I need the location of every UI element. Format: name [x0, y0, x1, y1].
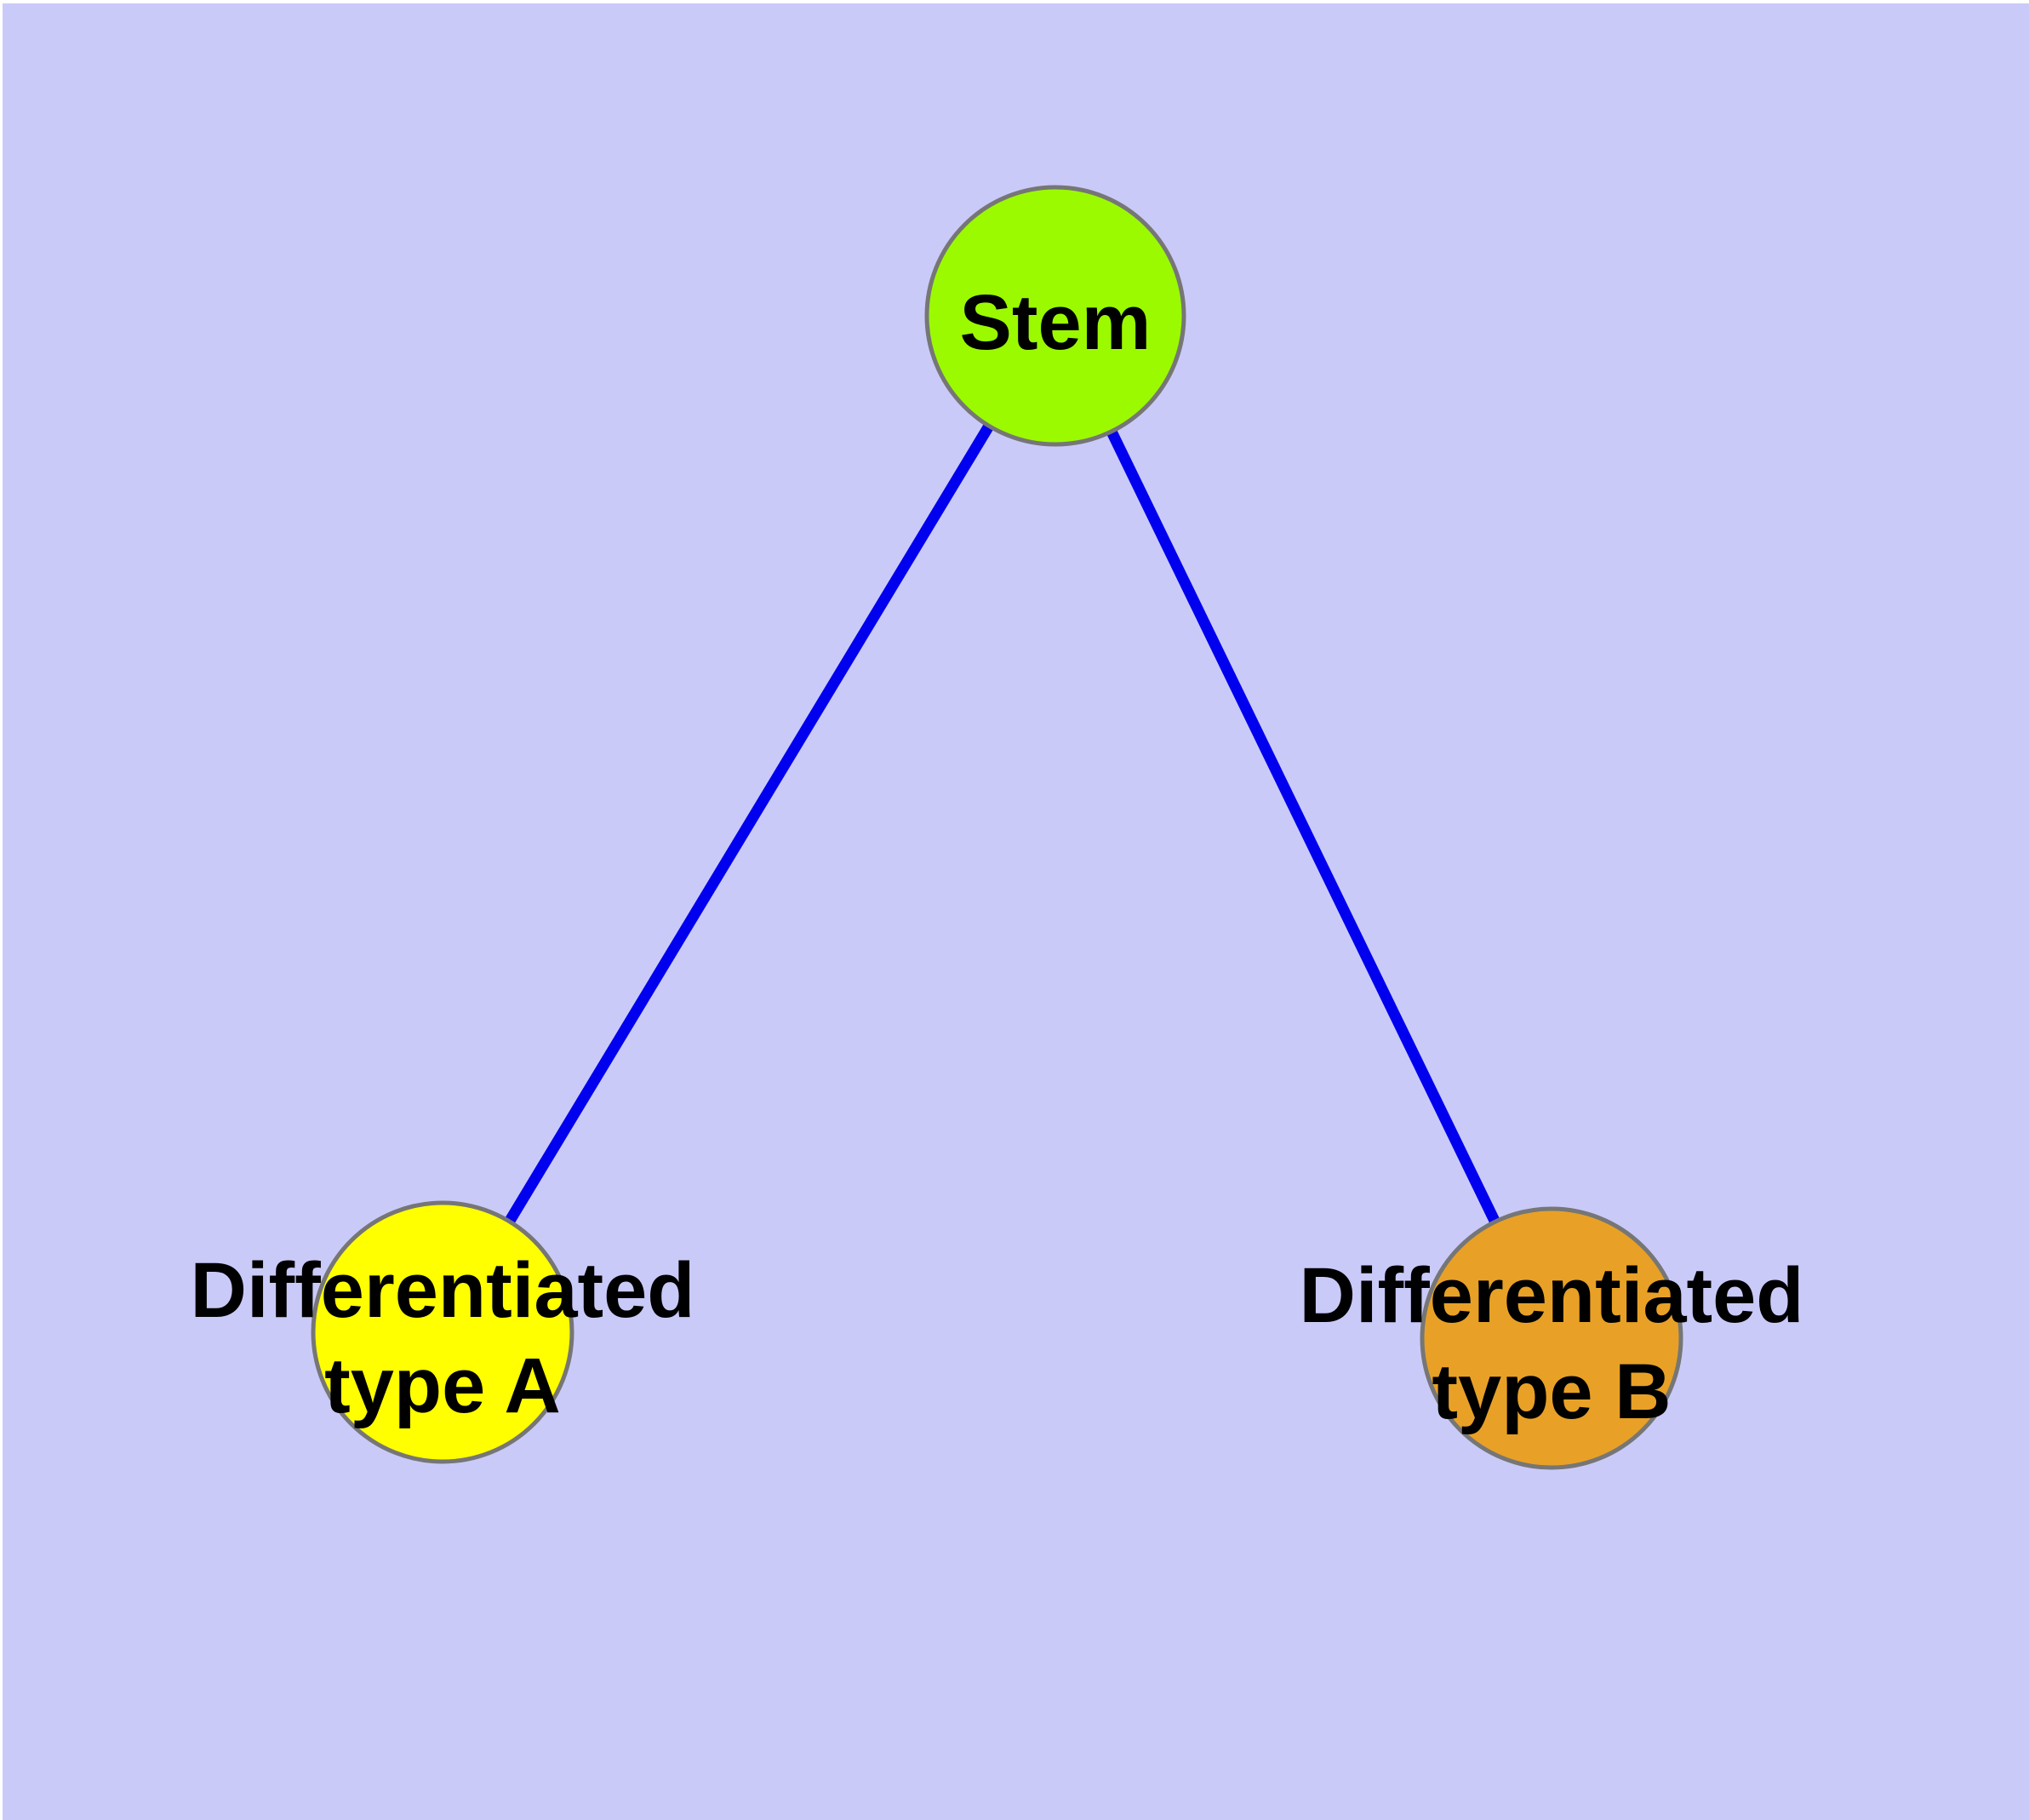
- node-type-a-label-line1: Differentiated: [191, 1247, 695, 1334]
- node-type-b-label-line1: Differentiated: [1300, 1252, 1804, 1339]
- node-type-a-label-line2: type A: [324, 1342, 561, 1429]
- node-stem-label: Stem: [960, 279, 1152, 366]
- node-differentiated-type-a[interactable]: [311, 1200, 574, 1464]
- node-type-b-label-line2: type B: [1432, 1348, 1671, 1435]
- edge-group: [437, 312, 1557, 1341]
- node-label-group: Stem Differentiated type A Differentiate…: [191, 279, 1804, 1435]
- node-group: [311, 185, 1683, 1470]
- edge-stem-to-type-b: [1050, 313, 1557, 1341]
- node-stem[interactable]: [924, 185, 1186, 447]
- node-differentiated-type-b[interactable]: [1420, 1206, 1683, 1470]
- edge-stem-to-type-a: [437, 312, 1060, 1336]
